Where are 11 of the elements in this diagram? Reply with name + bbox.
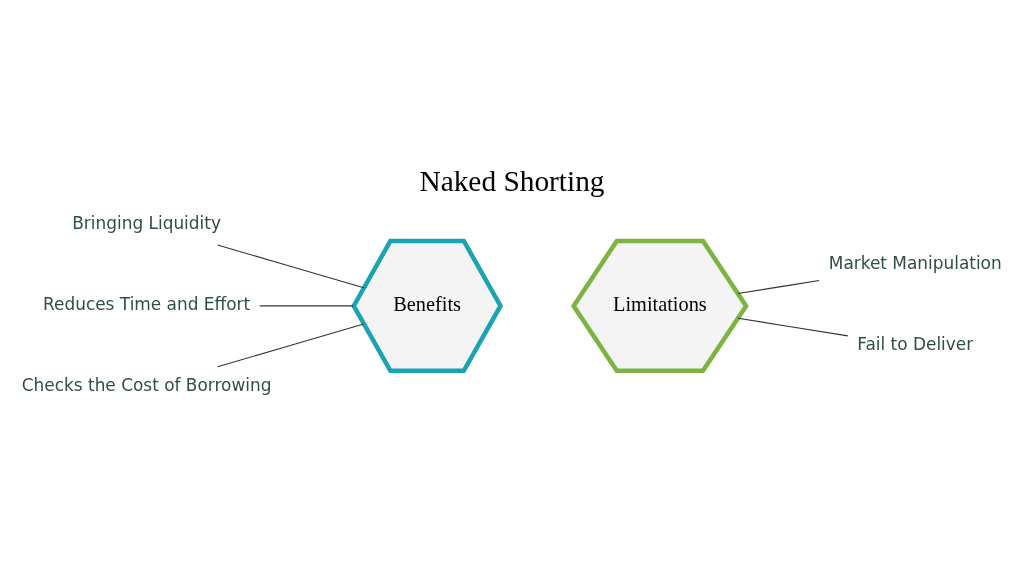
node-text: Checks the Cost of Borrowing <box>21 374 272 395</box>
connector <box>737 279 820 294</box>
connector <box>217 243 365 288</box>
node-text: Fail to Deliver <box>857 333 974 354</box>
diagram-title: Naked Shorting <box>419 164 605 197</box>
node-text: Market Manipulation <box>828 252 1002 273</box>
connector <box>737 317 849 336</box>
connector <box>217 323 365 367</box>
node-text: Bringing Liquidity <box>72 212 221 233</box>
connector <box>259 304 354 306</box>
node-text: Reduces Time and Effort <box>43 293 251 314</box>
